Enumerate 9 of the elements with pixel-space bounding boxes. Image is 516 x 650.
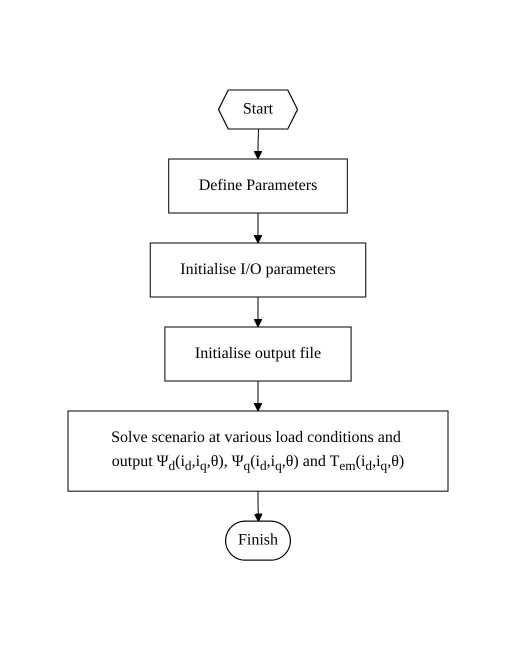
arrow (254, 128, 262, 160)
node-box: Initialise output file (164, 326, 352, 382)
node-box: Initialise I/O parameters (150, 242, 366, 298)
arrow (254, 212, 262, 244)
node-box: Define Parameters (168, 158, 348, 214)
node-box: Solve scenario at various load conditions and output Ψ$_{d}$(i$_{d}$,i$_{q}$,θ), Ψ$_{q}$(i$_{d}$,i$_{q}$,θ) and T$_{em}$(i$_{d}$,i$_{q}$,θ) (68, 410, 448, 492)
arrow (254, 490, 263, 522)
arrow (254, 380, 262, 412)
arrow (254, 296, 262, 328)
